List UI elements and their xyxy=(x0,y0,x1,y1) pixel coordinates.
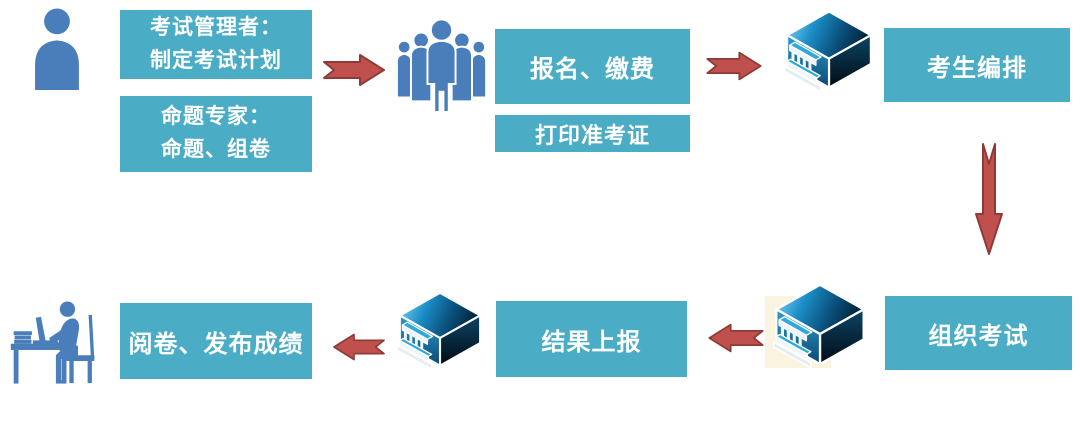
person-icon xyxy=(28,8,86,90)
institution-building-icon xyxy=(770,281,870,376)
admin-plan-box: 考试管理者： 制定考试计划 xyxy=(117,7,315,82)
expert-line1: 命题专家： xyxy=(161,105,271,129)
people-group-icon xyxy=(394,18,489,113)
expert-line2: 命题、组卷 xyxy=(161,138,271,161)
arrow-right-icon xyxy=(322,52,386,88)
arrange-label: 考生编排 xyxy=(927,54,1027,82)
register-box: 报名、缴费 xyxy=(492,26,693,107)
report-label: 结果上报 xyxy=(541,328,642,356)
arrow-down-icon xyxy=(974,142,1004,256)
person-at-desk-icon xyxy=(6,288,102,386)
admin-plan-line1: 考试管理者： xyxy=(150,15,282,39)
admin-plan-line2: 制定考试计划 xyxy=(150,48,282,72)
print-ticket-label: 打印准考证 xyxy=(534,122,650,148)
print-ticket-box: 打印准考证 xyxy=(492,112,693,155)
organize-box: 组织考试 xyxy=(882,293,1075,373)
arrow-left-icon xyxy=(703,322,769,354)
arrange-box: 考生编排 xyxy=(881,25,1073,105)
institution-building-icon xyxy=(394,289,486,377)
expert-box: 命题专家： 命题、组卷 xyxy=(117,93,315,175)
grade-box: 阅卷、发布成绩 xyxy=(117,300,315,382)
grade-label: 阅卷、发布成绩 xyxy=(128,330,304,358)
arrow-left-icon xyxy=(326,332,392,362)
report-box: 结果上报 xyxy=(493,298,690,380)
institution-building-icon xyxy=(781,8,877,99)
arrow-right-icon xyxy=(703,50,765,82)
organize-label: 组织考试 xyxy=(928,322,1029,350)
register-label: 报名、缴费 xyxy=(530,56,655,83)
